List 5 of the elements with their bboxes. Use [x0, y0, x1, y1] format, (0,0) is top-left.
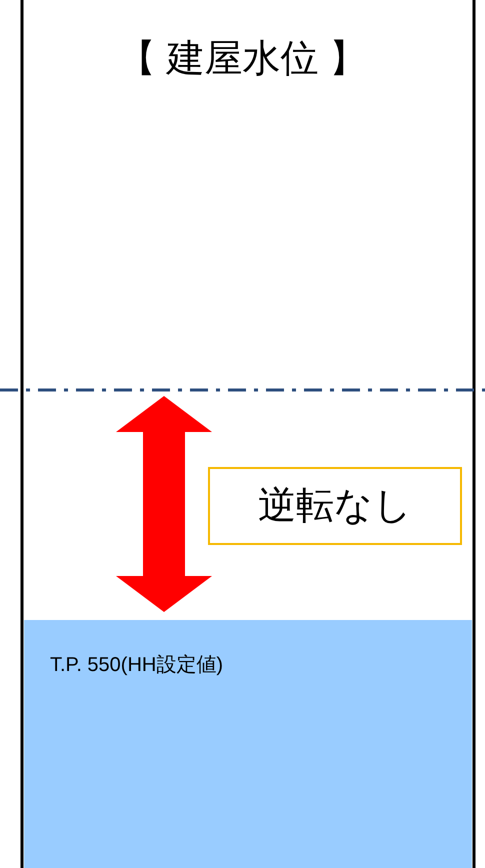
title: 【 建屋水位 】	[116, 37, 368, 82]
note-text: 逆転なし	[257, 484, 413, 529]
water-level-label: T.P. 550(HH設定値)	[50, 653, 224, 678]
water-area	[24, 620, 472, 868]
note-box	[208, 467, 462, 545]
